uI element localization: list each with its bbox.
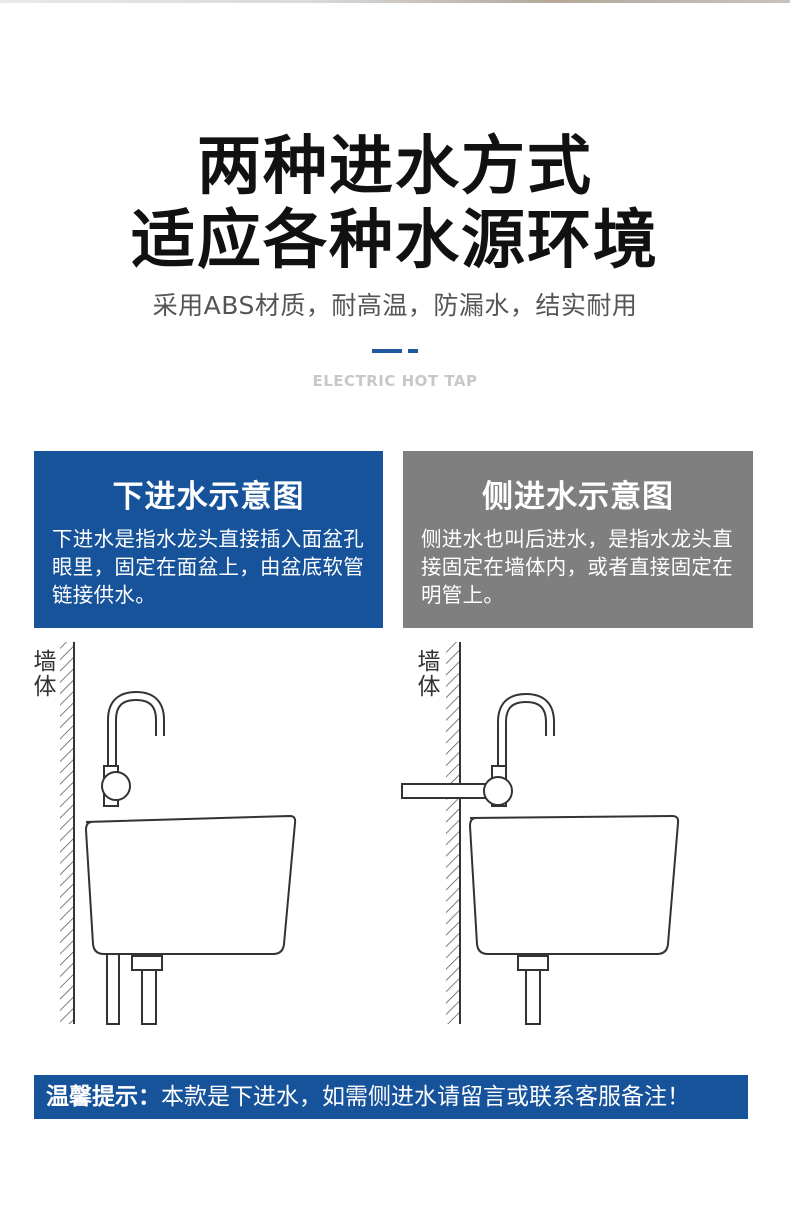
drain-pipe: [141, 969, 157, 1025]
bottom-inlet-card: 下进水示意图 下进水是指水龙头直接插入面盆孔眼里，固定在面盆上，由盆底软管链接供…: [34, 451, 383, 628]
side-inlet-diagram: [401, 642, 680, 1025]
bottom-inlet-title: 下进水示意图: [112, 479, 305, 515]
notice-banner: 温馨提示：本款是下进水，如需侧进水请留言或联系客服备注！: [34, 1075, 748, 1119]
headline-line-1: 两种进水方式: [197, 130, 593, 204]
bottom-inlet-diagram: [60, 642, 297, 1025]
faucet-knob: [483, 776, 513, 806]
drain-flange: [131, 955, 163, 971]
faucet-knob: [101, 771, 131, 801]
faucet-spout: [497, 692, 555, 770]
english-caption: ELECTRIC HOT TAP: [312, 372, 478, 390]
bottom-inlet-description: 下进水是指水龙头直接插入面盆孔眼里，固定在面盆上，由盆底软管链接供水。: [52, 527, 364, 607]
wall-label-left: 墙体: [33, 649, 57, 700]
side-inlet-card: 侧进水示意图 侧进水也叫后进水，是指水龙头直接固定在墙体内，或者直接固定在明管上…: [403, 451, 753, 628]
notice-text: 本款是下进水，如需侧进水请留言或联系客服备注！: [161, 1084, 690, 1110]
wall-hatch: [446, 642, 460, 1024]
side-inlet-description: 侧进水也叫后进水，是指水龙头直接固定在墙体内，或者直接固定在明管上。: [421, 527, 733, 607]
headline-line-2: 适应各种水源环境: [131, 204, 659, 278]
notice-label: 温馨提示：: [46, 1084, 161, 1110]
faucet-spout: [107, 690, 165, 768]
wall-hatch: [60, 642, 74, 1024]
drain-pipe: [525, 969, 541, 1025]
side-inlet-title: 侧进水示意图: [482, 479, 674, 515]
basin: [84, 814, 297, 955]
accent-dash-short: [408, 349, 418, 353]
supply-hose: [106, 953, 120, 1025]
accent-dash-long: [372, 349, 402, 353]
material-subtitle: 采用ABS材质，耐高温，防漏水，结实耐用: [152, 291, 638, 320]
wall-label-right: 墙体: [417, 649, 441, 700]
basin: [468, 814, 680, 955]
drain-flange: [517, 955, 549, 971]
top-decorative-strip: [0, 0, 790, 3]
